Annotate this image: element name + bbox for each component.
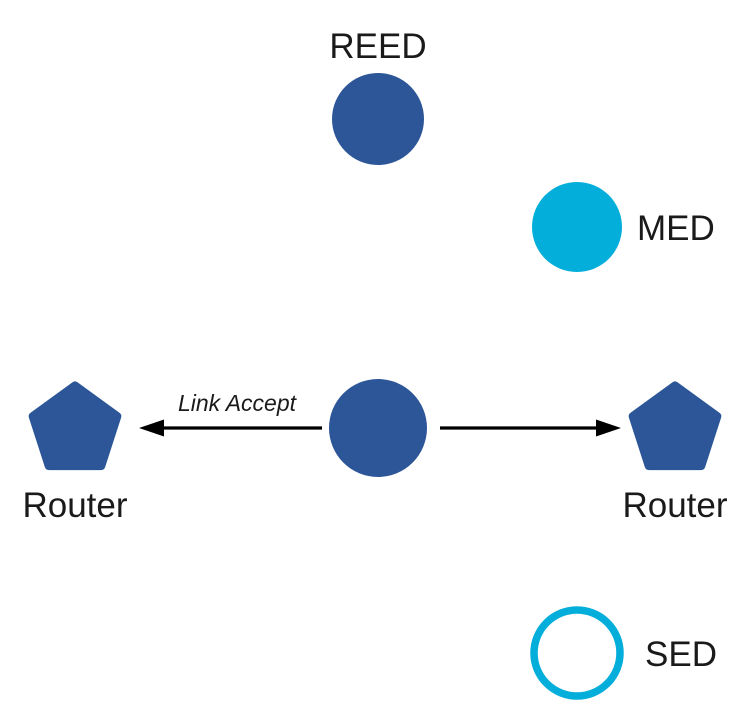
router-right-pentagon-icon <box>628 381 722 471</box>
center-circle-icon <box>329 379 427 477</box>
left-arrowhead-icon <box>139 419 164 437</box>
link-accept-label: Link Accept <box>178 390 298 416</box>
reed-node: REED <box>329 27 427 165</box>
link-accept-edge: Link Accept <box>139 390 322 437</box>
router-right-node: Router <box>622 381 728 525</box>
med-circle-icon <box>532 182 622 272</box>
med-label: MED <box>637 209 715 248</box>
center-node <box>329 379 427 477</box>
router-left-node: Router <box>22 381 128 525</box>
reed-circle-icon <box>332 73 424 165</box>
router-left-pentagon-icon <box>28 381 122 471</box>
right-arrowhead-icon <box>596 419 621 437</box>
sed-node: SED <box>530 606 717 700</box>
router-left-label: Router <box>22 486 127 525</box>
med-node: MED <box>532 182 715 272</box>
sed-label: SED <box>645 635 717 674</box>
sed-circle-outline-icon <box>530 606 624 700</box>
right-edge <box>440 419 621 437</box>
router-right-label: Router <box>622 486 727 525</box>
reed-label: REED <box>329 27 426 66</box>
